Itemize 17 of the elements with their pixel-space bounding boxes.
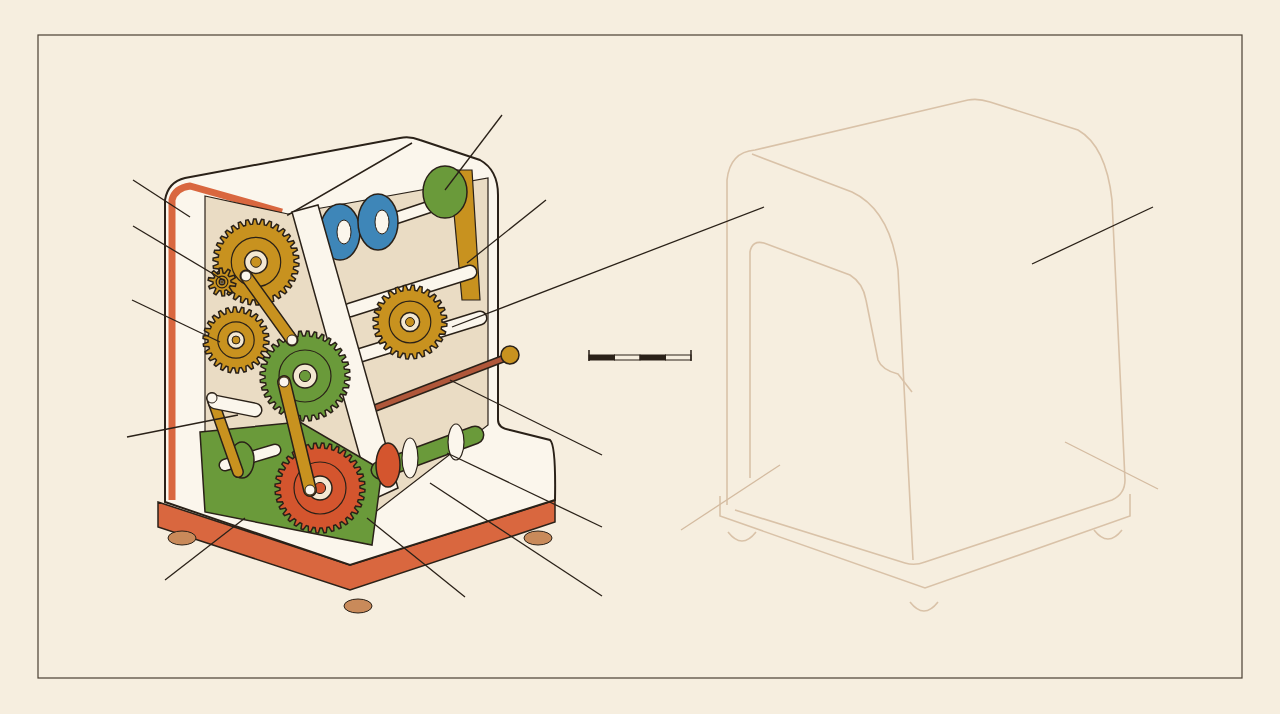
leader-line <box>680 464 781 531</box>
leader-line <box>126 414 239 438</box>
leader-line <box>1064 441 1159 490</box>
leader-line <box>449 379 603 456</box>
leader-line <box>164 517 246 581</box>
leader-line <box>451 206 765 328</box>
leader-line <box>466 199 547 264</box>
leader-line <box>429 482 603 597</box>
leader-line <box>132 179 191 218</box>
leader-line <box>1031 206 1154 265</box>
leader-line <box>446 452 603 528</box>
leader-line <box>366 517 466 598</box>
housing-outline-drawing <box>719 98 1131 612</box>
gear-mechanism-drawing <box>157 136 557 614</box>
leader-line <box>132 225 226 282</box>
leader-line <box>131 299 221 343</box>
leader-line <box>444 114 503 191</box>
